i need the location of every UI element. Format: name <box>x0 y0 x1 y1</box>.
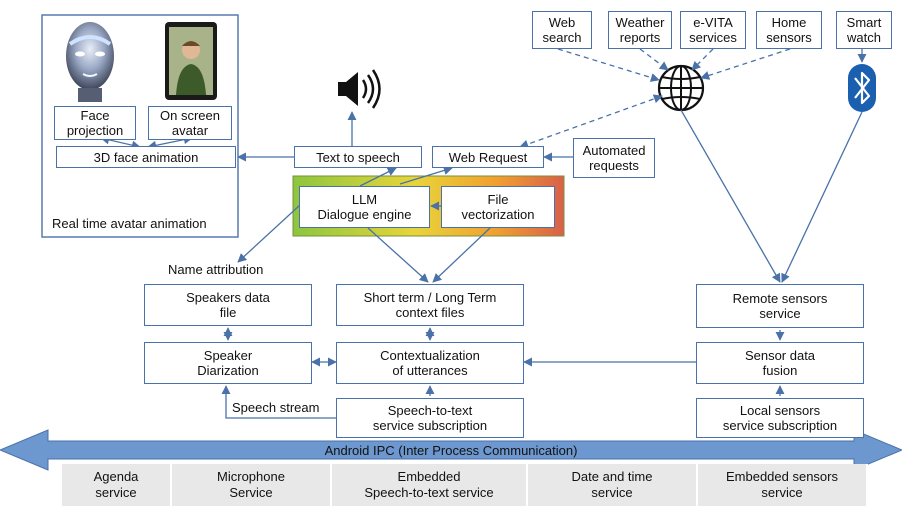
ipc-bus-arrow <box>0 429 902 471</box>
avatar-panel-frame <box>41 14 239 238</box>
remote-sensors-box: Remote sensors service <box>696 284 864 328</box>
evita-services-box: e-VITA services <box>680 11 746 49</box>
llm-engine-box: LLM Dialogue engine <box>299 186 430 228</box>
on-screen-avatar-box: On screen avatar <box>148 106 232 140</box>
smart-watch-box: Smart watch <box>836 11 892 49</box>
local-sensors-box: Local sensors service subscription <box>696 398 864 438</box>
tablet-avatar-icon <box>165 22 217 100</box>
speech-stream-label: Speech stream <box>232 400 320 415</box>
name-attribution-label: Name attribution <box>168 262 264 277</box>
agenda-service: Agenda service <box>62 464 172 506</box>
globe-icon <box>657 64 705 112</box>
microphone-service: Microphone Service <box>172 464 332 506</box>
contextualization-box: Contextualization of utterances <box>336 342 524 384</box>
automated-requests-box: Automated requests <box>573 138 655 178</box>
web-search-box: Web search <box>532 11 592 49</box>
home-sensors-box: Home sensors <box>756 11 822 49</box>
date-time-service: Date and time service <box>528 464 698 506</box>
web-request-box: Web Request <box>432 146 544 168</box>
sensor-fusion-box: Sensor data fusion <box>696 342 864 384</box>
embedded-stt-service: Embedded Speech-to-text service <box>332 464 528 506</box>
bluetooth-icon <box>848 64 876 112</box>
avatar-panel-title: Real time avatar animation <box>52 216 207 231</box>
stt-subscription-box: Speech-to-text service subscription <box>336 398 524 438</box>
context-files-box: Short term / Long Term context files <box>336 284 524 326</box>
speakers-data-file-box: Speakers data file <box>144 284 312 326</box>
speaker-diarization-box: Speaker Diarization <box>144 342 312 384</box>
embedded-sensors-service: Embedded sensors service <box>698 464 868 506</box>
file-vectorization-box: File vectorization <box>441 186 555 228</box>
speaker-icon <box>338 69 381 109</box>
text-to-speech-box: Text to speech <box>294 146 422 168</box>
face-projection-box: Face projection <box>54 106 136 140</box>
weather-reports-box: Weather reports <box>608 11 672 49</box>
source-arrows <box>519 48 791 149</box>
face-animation-box: 3D face animation <box>56 146 236 168</box>
ipc-label: Android IPC (Inter Process Communication… <box>324 442 578 458</box>
robot-head-icon <box>62 20 122 102</box>
